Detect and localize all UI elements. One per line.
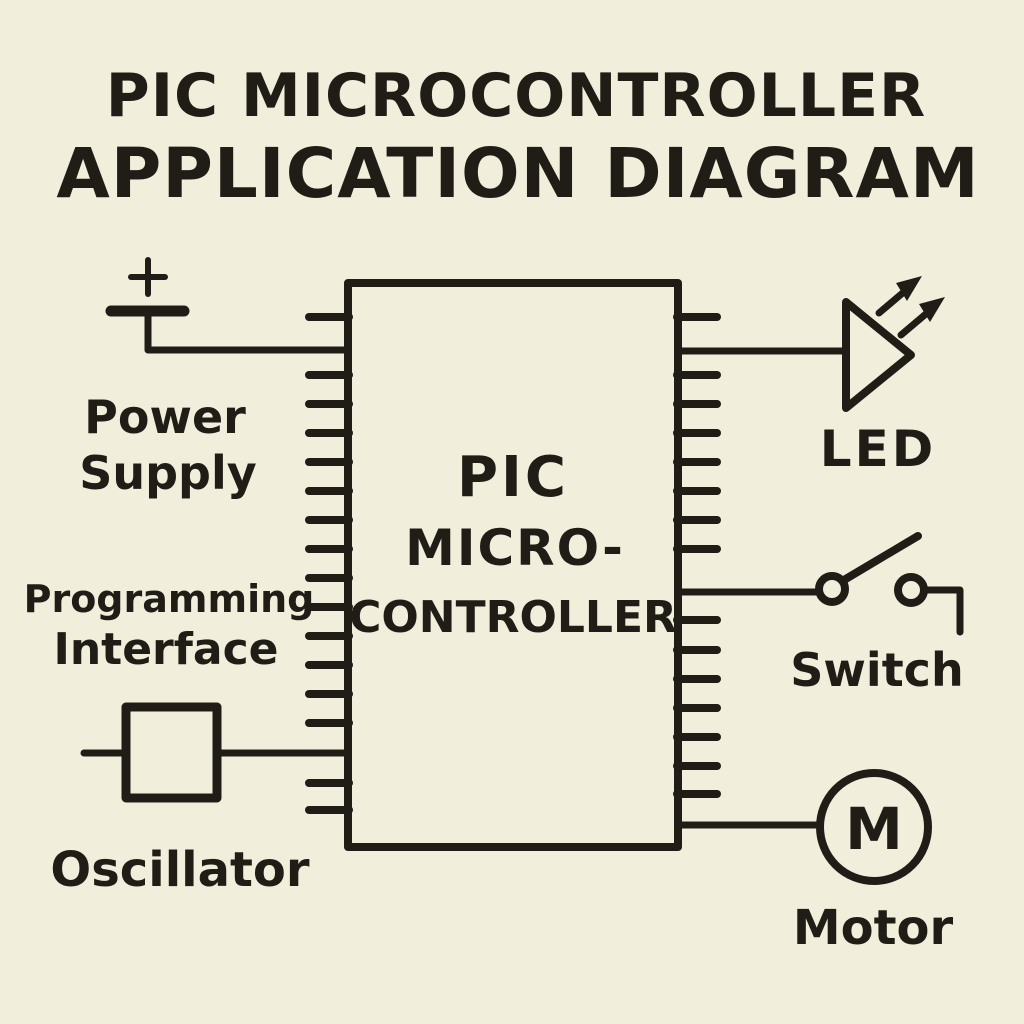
switch-label: Switch [790,643,963,697]
switch-lever-icon [840,532,922,584]
power-supply-wire [144,310,350,354]
programming-interface-label-line1: Programming [24,577,315,621]
led-label: LED [820,420,937,478]
programming-interface-component: Programming Interface [24,577,315,675]
motor-circle-icon [816,769,932,885]
diagram-title: PIC MICROCONTROLLER APPLICATION DIAGRAM [56,61,979,214]
led-arrow2-head [919,297,945,322]
power-supply-label-line2: Supply [79,446,257,500]
programming-interface-label-line2: Interface [53,624,278,675]
motor-component: M Motor [676,769,954,956]
chip-label-line1: PIC [457,445,569,510]
switch-hook-wire [921,586,964,636]
oscillator-label: Oscillator [50,842,310,898]
led-triangle-icon [842,298,915,412]
led-arrow1-shaft [875,287,909,317]
led-component: LED [676,276,945,478]
chip-label-line2: MICRO- [405,519,625,577]
oscillator-square-icon [121,702,222,803]
chip-label-line3: CONTROLLER [349,592,677,643]
switch-pole-contact-icon [815,572,849,606]
switch-component: Switch [676,532,964,697]
power-supply-component: Power Supply [79,257,350,500]
motor-label: Motor [793,900,954,956]
chip-right-pin-array [673,313,721,798]
led-light-arrows-icon [875,276,945,339]
chip-left-pin-array [305,313,353,814]
chip-body [344,279,682,851]
motor-symbol-letter: M [845,795,903,863]
switch-throw-contact-icon [894,573,928,607]
microcontroller-chip: PIC MICRO- CONTROLLER [305,279,721,851]
led-arrow2-shaft [897,309,931,339]
power-supply-label-line1: Power [84,390,246,444]
title-line2: APPLICATION DIAGRAM [56,134,979,214]
title-line1: PIC MICROCONTROLLER [106,61,927,131]
led-arrow1-head [896,276,922,301]
oscillator-component: Oscillator [50,702,350,898]
